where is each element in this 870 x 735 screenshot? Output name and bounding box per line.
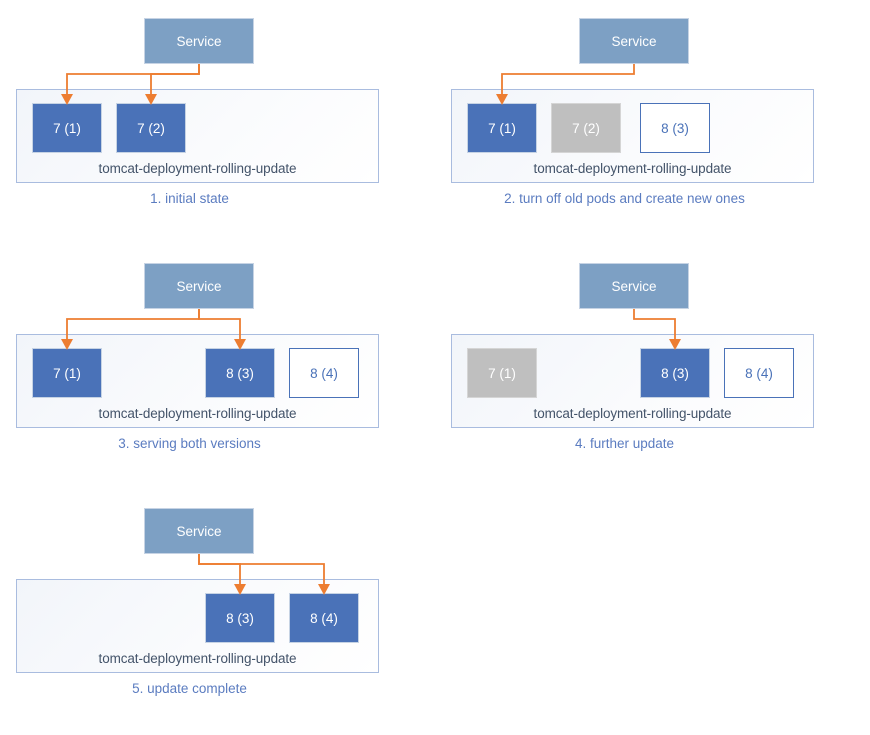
service-node[interactable]: Service	[579, 18, 689, 64]
deployment-name-label: tomcat-deployment-rolling-update	[98, 406, 297, 421]
pod-label: 8 (3)	[661, 120, 689, 136]
pod-7--1-[interactable]: 7 (1)	[32, 348, 102, 398]
panel-4: tomcat-deployment-rolling-update 7 (1) 8 (…	[435, 245, 870, 490]
panel-caption: 5. update complete	[132, 681, 247, 696]
rolling-update-diagram: tomcat-deployment-rolling-update 7 (1) 7 (…	[0, 0, 870, 696]
pod-8--3-[interactable]: 8 (3)	[205, 348, 275, 398]
panel-1: tomcat-deployment-rolling-update 7 (1) 7 (…	[0, 0, 435, 245]
deployment-name-label: tomcat-deployment-rolling-update	[533, 406, 732, 421]
pod-7--1-[interactable]: 7 (1)	[467, 103, 537, 153]
pod-7--1-[interactable]: 7 (1)	[467, 348, 537, 398]
deployment-name-label: tomcat-deployment-rolling-update	[98, 161, 297, 176]
pod-label: 7 (2)	[572, 120, 600, 136]
pod-label: 8 (4)	[310, 365, 338, 381]
pod-7--2-[interactable]: 7 (2)	[551, 103, 621, 153]
pod-label: 7 (2)	[137, 120, 165, 136]
panel-3: tomcat-deployment-rolling-update 7 (1) 8 (…	[0, 245, 435, 490]
panel-caption: 3. serving both versions	[118, 436, 261, 451]
service-label: Service	[611, 33, 657, 49]
pod-8--4-[interactable]: 8 (4)	[724, 348, 794, 398]
pod-8--3-[interactable]: 8 (3)	[640, 103, 710, 153]
pod-8--3-[interactable]: 8 (3)	[205, 593, 275, 643]
pod-label: 7 (1)	[488, 365, 516, 381]
pod-label: 7 (1)	[53, 120, 81, 136]
deployment-name-label: tomcat-deployment-rolling-update	[98, 651, 297, 666]
service-label: Service	[176, 33, 222, 49]
panel-5: tomcat-deployment-rolling-update 8 (3) 8 (…	[0, 490, 435, 735]
pod-8--3-[interactable]: 8 (3)	[640, 348, 710, 398]
pod-7--1-[interactable]: 7 (1)	[32, 103, 102, 153]
pod-label: 7 (1)	[488, 120, 516, 136]
pod-label: 8 (3)	[661, 365, 689, 381]
panel-caption: 2. turn off old pods and create new ones	[504, 191, 745, 206]
service-node[interactable]: Service	[579, 263, 689, 309]
service-node[interactable]: Service	[144, 508, 254, 554]
service-label: Service	[611, 278, 657, 294]
pod-label: 7 (1)	[53, 365, 81, 381]
panel-caption: 1. initial state	[150, 191, 229, 206]
service-label: Service	[176, 523, 222, 539]
pod-label: 8 (3)	[226, 365, 254, 381]
panel-2: tomcat-deployment-rolling-update 7 (1) 7 (…	[435, 0, 870, 245]
service-node[interactable]: Service	[144, 18, 254, 64]
panel-caption: 4. further update	[574, 436, 675, 451]
pod-label: 8 (4)	[745, 365, 773, 381]
deployment-name-label: tomcat-deployment-rolling-update	[533, 161, 732, 176]
pod-8--4-[interactable]: 8 (4)	[289, 593, 359, 643]
pod-8--4-[interactable]: 8 (4)	[289, 348, 359, 398]
service-node[interactable]: Service	[144, 263, 254, 309]
pod-7--2-[interactable]: 7 (2)	[116, 103, 186, 153]
pod-label: 8 (4)	[310, 610, 338, 626]
pod-label: 8 (3)	[226, 610, 254, 626]
service-label: Service	[176, 278, 222, 294]
